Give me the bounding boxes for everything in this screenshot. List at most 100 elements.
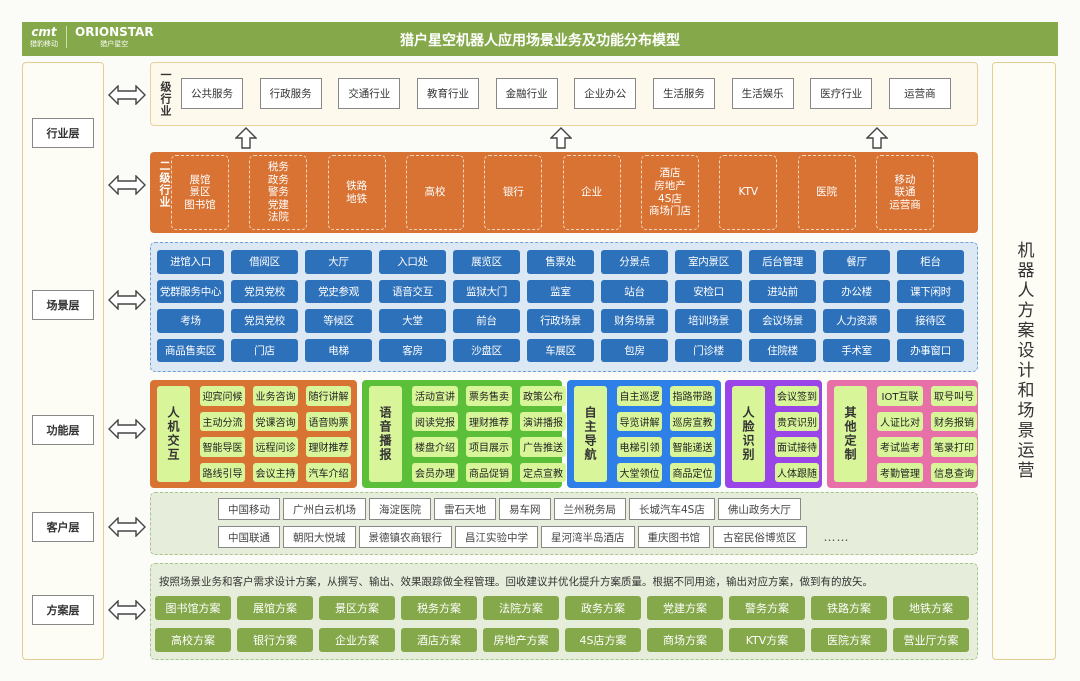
industry-l1-item: 公共服务 [181, 78, 243, 109]
customer-item: 易车网 [499, 498, 551, 520]
scene-panel: 进馆入口借阅区大厅入口处展览区售票处分景点室内景区后台管理餐厅柜台党群服务中心党… [150, 242, 978, 372]
function-item: 项目展示 [466, 437, 512, 457]
function-item: 党课咨询 [253, 411, 298, 431]
function-item: 汽车介绍 [306, 462, 351, 482]
function-item: 人体跟随 [775, 462, 819, 482]
solution-panel: 按照场景业务和客户需求设计方案，从撰写、输出、效果跟踪做全程管理。回收建议并优化… [150, 563, 978, 660]
orionstar-logo: ORIONSTAR [75, 25, 154, 39]
function-item: 语音购票 [306, 411, 351, 431]
scene-item: 借阅区 [231, 250, 298, 274]
function-group: 人机交互迎宾问候业务咨询随行讲解主动分流党课咨询语音购票智能导医远程问诊理财推荐… [150, 380, 357, 488]
industry-l2-panel: 二级行业 展馆 景区 图书馆税务 政务 警务 党建 法院铁路 地铁高校银行企业酒… [150, 152, 978, 233]
solution-item: KTV方案 [729, 628, 805, 652]
up-arrow-icon [234, 127, 258, 149]
scene-item: 柜台 [897, 250, 964, 274]
function-item: 路线引导 [200, 462, 245, 482]
industry-l1-item: 教育行业 [416, 78, 479, 109]
scene-item: 手术室 [823, 338, 890, 362]
customer-item: 中国移动 [218, 498, 280, 520]
customer-item: 雷石天地 [434, 498, 496, 520]
function-group-label: 语音播报 [369, 386, 402, 482]
industry-l2-item: 医院 [797, 155, 856, 230]
industry-l2-item: KTV [719, 155, 778, 230]
customer-item: 佛山政务大厅 [717, 498, 801, 520]
layer-scene: 场景层 [32, 290, 94, 320]
scene-item: 进站前 [749, 279, 816, 303]
scene-item: 课下闲时 [897, 279, 964, 303]
function-item: 商品定位 [670, 462, 715, 482]
scene-item: 入口处 [379, 250, 446, 274]
function-group-label: 人机交互 [157, 386, 190, 482]
scene-item: 办事窗口 [897, 338, 964, 362]
function-item: 笔录打印 [931, 437, 977, 457]
scene-item: 分景点 [601, 250, 668, 274]
industry-l1-item: 企业办公 [574, 78, 637, 109]
scene-item: 安检口 [675, 279, 742, 303]
scene-item: 党员党校 [231, 279, 298, 303]
scene-item: 大厅 [305, 250, 372, 274]
scene-item: 语音交互 [379, 279, 446, 303]
scene-item: 门店 [231, 338, 298, 362]
solution-item: 景区方案 [319, 596, 395, 620]
solution-item: 4S店方案 [565, 628, 641, 652]
function-item: 人证比对 [877, 411, 923, 431]
function-item: 远程问诊 [253, 437, 298, 457]
industry-l1-item: 交通行业 [338, 78, 401, 109]
industry-l2-item: 铁路 地铁 [327, 155, 386, 230]
customer-item: 兰州税务局 [553, 498, 626, 520]
industry-l1-item: 医疗行业 [810, 78, 873, 109]
scene-item: 监狱大门 [453, 279, 520, 303]
function-item: 大堂领位 [617, 462, 662, 482]
layer-customer: 客户层 [32, 512, 94, 542]
function-item: 活动宣讲 [412, 386, 458, 406]
double-arrow-icon [108, 599, 146, 621]
scene-item: 车展区 [527, 338, 594, 362]
function-item: 贵宾识别 [775, 411, 819, 431]
function-item-list: 活动宣讲票务售卖政策公布阅读党报理财推荐演讲播报楼盘介绍项目展示广告推送会员办理… [412, 386, 566, 482]
industry-l2-item: 企业 [562, 155, 621, 230]
solution-item: 企业方案 [319, 628, 395, 652]
function-group-label: 自主导航 [574, 386, 607, 482]
solution-item: 医院方案 [811, 628, 887, 652]
customer-item: 昌江实验中学 [455, 526, 538, 548]
more-customers: …… [823, 530, 850, 544]
scene-item: 办公楼 [823, 279, 890, 303]
function-item-list: 会议签到贵宾识别面试接待人体跟随 [775, 386, 819, 482]
right-panel: 机器人方案设计和场景运营 [992, 62, 1056, 660]
customer-item: 朝阳大悦城 [283, 526, 356, 548]
function-item: 票务售卖 [466, 386, 512, 406]
solution-item: 法院方案 [483, 596, 559, 620]
scene-item: 售票处 [527, 250, 594, 274]
page-title: 猎户星空机器人应用场景业务及功能分布模型 [400, 33, 680, 49]
function-item: 迎宾问候 [200, 386, 245, 406]
industry-l2-item: 展馆 景区 图书馆 [171, 155, 229, 230]
scene-item: 接待区 [897, 309, 964, 333]
scene-item: 住院楼 [749, 338, 816, 362]
industry-l1-item: 金融行业 [495, 78, 558, 109]
orionstar-logo-sub: 猎户星空 [100, 40, 129, 48]
function-item: 阅读党报 [412, 411, 458, 431]
solution-item: 酒店方案 [401, 628, 477, 652]
function-group: 自主导航自主巡逻指路带路导览讲解巡房宣教电梯引领智能递送大堂领位商品定位 [567, 380, 721, 488]
function-item: 财务报销 [931, 411, 977, 431]
scene-item: 门诊楼 [675, 338, 742, 362]
industry-l2-item: 移动 联通 运营商 [875, 155, 934, 230]
function-item-list: 自主巡逻指路带路导览讲解巡房宣教电梯引领智能递送大堂领位商品定位 [617, 386, 715, 482]
function-item: 理财推荐 [306, 437, 351, 457]
function-group-label: 其他定制 [834, 386, 867, 482]
solution-item: 政务方案 [565, 596, 641, 620]
scene-item: 人力资源 [823, 309, 890, 333]
function-item: 考试监考 [877, 437, 923, 457]
function-item: 定点宣教 [520, 462, 566, 482]
customer-item: 古窑民俗博览区 [713, 526, 807, 548]
scene-item: 培训场景 [675, 309, 742, 333]
industry-l1-item: 生活服务 [652, 78, 715, 109]
function-item: 理财推荐 [466, 411, 512, 431]
solution-item: 展馆方案 [237, 596, 313, 620]
right-panel-text: 机器人方案设计和场景运营 [1013, 241, 1034, 481]
function-item: 楼盘介绍 [412, 437, 458, 457]
double-arrow-icon [108, 289, 146, 311]
customer-item: 景德镇农商银行 [358, 526, 452, 548]
